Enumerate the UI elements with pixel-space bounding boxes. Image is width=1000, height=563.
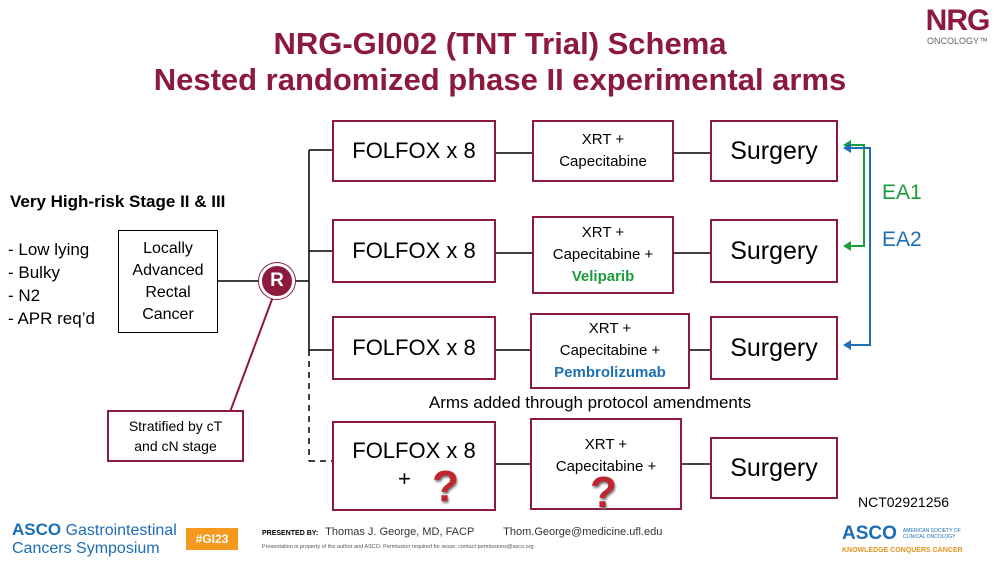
nct-number: NCT02921256	[858, 494, 950, 510]
criterion-item: - N2	[8, 286, 41, 305]
asco-gi-line2: Cancers Symposium	[12, 540, 160, 557]
arm1-surgery-box: Surgery	[710, 120, 838, 182]
asco-gi-line1: Gastrointestinal	[65, 522, 177, 539]
criterion-item: - Bulky	[8, 263, 60, 282]
disease-line: Advanced	[132, 261, 204, 279]
asco-society-line1: AMERICAN SOCIETY OF	[902, 528, 961, 534]
arm4-folfox-box: FOLFOX x 8 +	[332, 421, 496, 511]
xrt-line: XRT +	[581, 131, 625, 148]
question-mark-icon: ?	[590, 468, 617, 517]
stratification-line: Stratified by cT	[128, 418, 223, 434]
disease-line: Rectal	[145, 283, 191, 301]
xrt-line: Capecitabine	[559, 153, 647, 170]
criterion-item: - Low lying	[8, 240, 90, 259]
nrg-logo-sub: ONCOLOGY™	[926, 36, 988, 46]
asco-tagline: KNOWLEDGE CONQUERS CANCER	[842, 547, 963, 554]
disease-box: Locally Advanced Rectal Cancer	[118, 230, 218, 333]
asco-society-line2: CLINICAL ONCOLOGY	[902, 534, 956, 540]
amendment-note: Arms added through protocol amendments	[428, 393, 752, 412]
arm3-surgery-box: Surgery	[710, 316, 838, 380]
presenter-name: Thomas J. George, MD, FACP	[325, 526, 475, 538]
nrg-logo-main: NRG	[925, 4, 991, 37]
asco-brand: ASCO	[842, 523, 897, 544]
presented-by-label: PRESENTED BY:	[262, 530, 319, 537]
arm3-xrt-box: XRT + Capecitabine + Pembrolizumab	[530, 313, 690, 389]
xrt-line: XRT +	[588, 320, 632, 337]
asco-gi-logo: ASCO Gastrointestinal Cancers Symposium	[12, 521, 177, 558]
ea2-label: EA2	[882, 228, 922, 251]
veliparib-label: Veliparib	[571, 268, 635, 285]
pembrolizumab-label: Pembrolizumab	[554, 364, 666, 381]
presenter-email: Thom.George@medicine.ufl.edu	[503, 526, 663, 538]
arm2-folfox-box: FOLFOX x 8	[332, 219, 496, 283]
asco-logo: ASCO AMERICAN SOCIETY OF CLINICAL ONCOLO…	[842, 523, 992, 554]
presenter-line: PRESENTED BY: Thomas J. George, MD, FACP…	[262, 526, 662, 538]
randomization-circle: R	[259, 263, 295, 299]
arm4-xrt-box: XRT + Capecitabine +	[530, 418, 682, 510]
criteria-list: - Low lying - Bulky - N2 - APR req’d	[8, 238, 95, 330]
xrt-line: Capecitabine +	[555, 458, 657, 475]
disease-line: Cancer	[142, 305, 194, 323]
ea1-label: EA1	[882, 181, 922, 204]
nrg-logo: NRG ONCOLOGY™	[920, 4, 995, 47]
disease-line: Locally	[143, 239, 193, 257]
arm4-surgery-box: Surgery	[710, 437, 838, 499]
title-line-2: Nested randomized phase II experimental …	[153, 62, 847, 97]
population-heading: Very High-risk Stage II & III	[10, 192, 226, 211]
xrt-line: Capecitabine +	[559, 342, 661, 359]
stratification-box: Stratified by cT and cN stage	[107, 410, 244, 462]
question-mark-icon: ?	[432, 462, 459, 511]
arm4-plus: +	[398, 466, 411, 491]
asco-gi-brand: ASCO	[12, 520, 62, 539]
criterion-item: - APR req’d	[8, 309, 95, 328]
hashtag-badge: #GI23	[186, 528, 238, 550]
arm3-folfox-box: FOLFOX x 8	[332, 316, 496, 380]
title-line-1: NRG-GI002 (TNT Trial) Schema	[273, 26, 727, 61]
stratification-line: and cN stage	[134, 438, 217, 454]
arm2-xrt-box: XRT + Capecitabine + Veliparib	[532, 216, 674, 294]
disclaimer: Presentation is property of the author a…	[262, 544, 536, 550]
arm1-folfox-box: FOLFOX x 8	[332, 120, 496, 182]
arm4-chemo-line: FOLFOX x 8	[352, 438, 476, 463]
xrt-line: Capecitabine +	[552, 246, 654, 263]
xrt-line: XRT +	[584, 436, 628, 453]
xrt-line: XRT +	[581, 224, 625, 241]
arm1-xrt-box: XRT + Capecitabine	[532, 120, 674, 182]
arm2-surgery-box: Surgery	[710, 219, 838, 283]
